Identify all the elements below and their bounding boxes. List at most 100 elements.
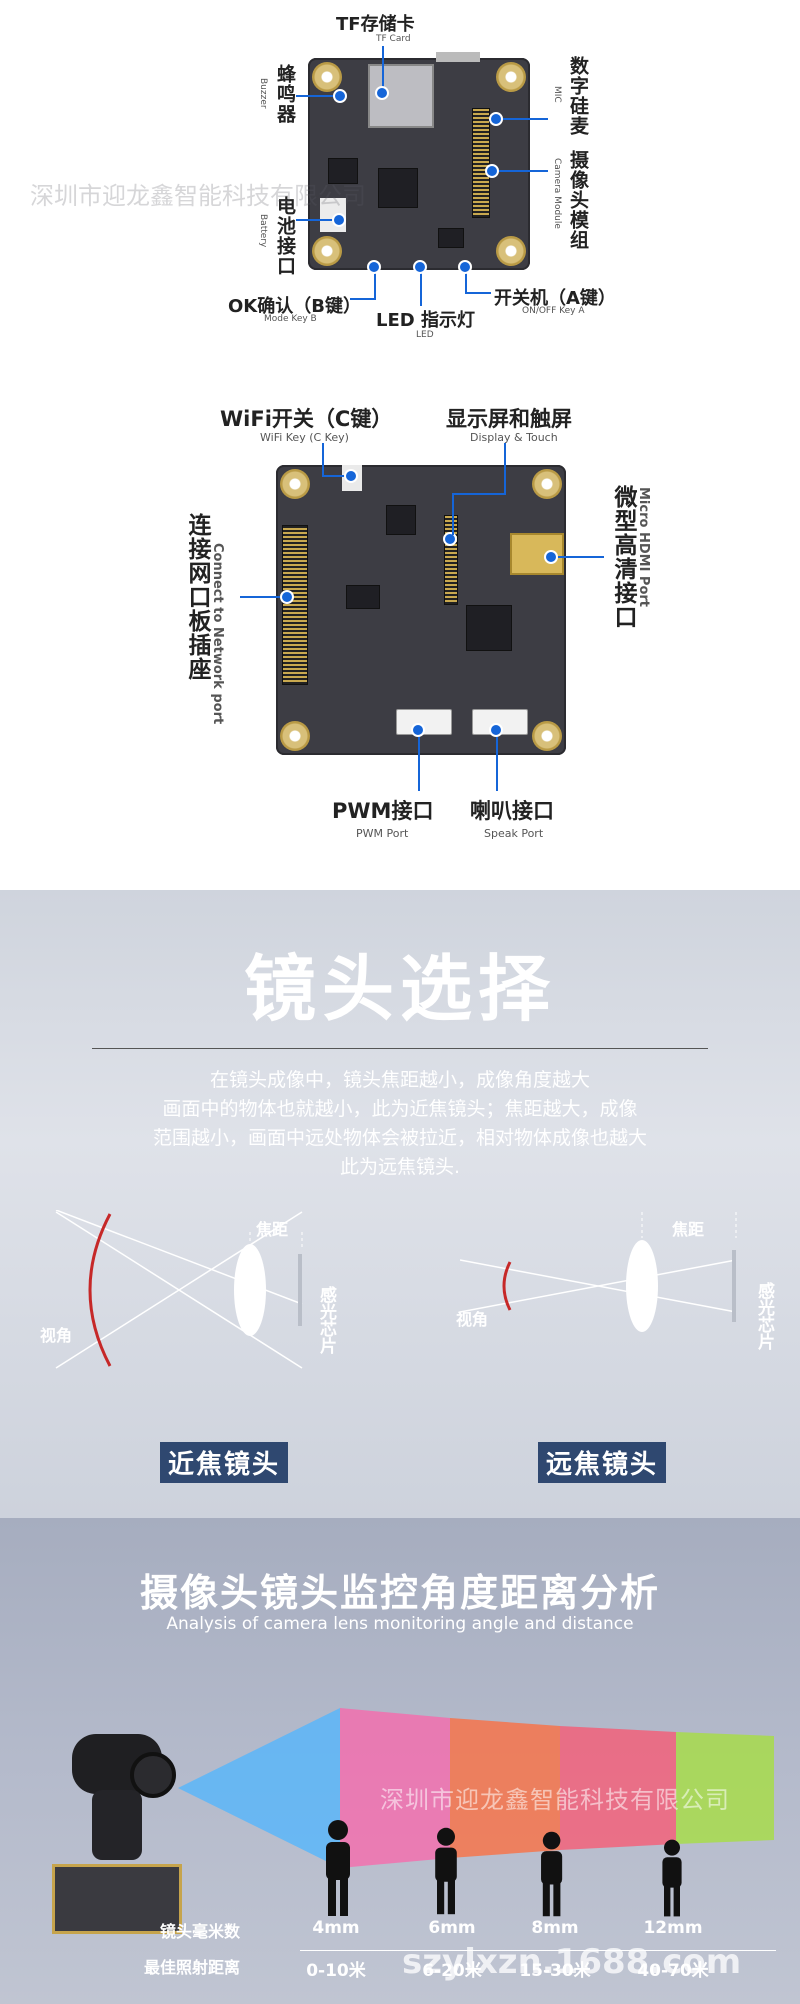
coverage-cone-far [676, 1732, 774, 1844]
ok-key-label-en: Mode Key B [264, 314, 317, 324]
distance-value: 0-10米 [306, 1961, 366, 1981]
far-view-angle-label: 视角 [456, 1310, 489, 1329]
led-marker [413, 260, 427, 274]
display-lead-h [452, 493, 506, 495]
coverage-cone-8mm [450, 1718, 560, 1858]
display-label-en: Display & Touch [470, 431, 558, 444]
speaker-marker [489, 723, 503, 737]
focal-row-label: 镜头毫米数 [160, 1922, 241, 1941]
camera-module-label: 摄像头模组 [567, 150, 589, 250]
chip [346, 585, 380, 609]
mic-label: 数字硅麦 [567, 56, 589, 136]
buzzer-label-en: Buzzer [258, 78, 268, 109]
battery-label-en: Battery [258, 214, 268, 248]
power-key-lead-h [465, 292, 491, 294]
site-watermark: szylxzn.1688.com [402, 1942, 742, 1982]
chip [386, 505, 416, 535]
far-lens-badge: 远焦镜头 [538, 1442, 667, 1483]
person-icon [435, 1827, 457, 1915]
analysis-subtitle: Analysis of camera lens monitoring angle… [166, 1614, 634, 1634]
company-watermark: 深圳市迎龙鑫智能科技有限公司 [30, 182, 366, 210]
sensor-shape [298, 1254, 302, 1326]
usb-port [436, 52, 480, 62]
speaker-label-en: Speak Port [484, 827, 544, 840]
chip [466, 605, 512, 651]
lens-shape [234, 1244, 266, 1336]
mic-label-en: MIC [552, 86, 562, 103]
desc-line: 画面中的物体也就越小，此为近焦镜头；焦距越大，成像 [162, 1098, 638, 1120]
mount-hole [496, 236, 526, 266]
chip [378, 168, 418, 208]
lens-shape [626, 1240, 658, 1332]
tf-card-lead [382, 46, 384, 92]
coverage-cone-4mm [178, 1708, 340, 1868]
tf-card-label-en: TF Card [376, 34, 411, 44]
power-key-marker [458, 260, 472, 274]
near-sensor-label: 感光芯片 [316, 1286, 336, 1354]
board-top-section: TF存储卡 TF Card 蜂鸣器 Buzzer 数字硅麦 MIC 摄像头模组 … [0, 0, 800, 345]
display-label: 显示屏和触屏 [446, 407, 572, 431]
pwm-label-en: PWM Port [356, 827, 409, 840]
camera-module-label-en: Camera Module [552, 158, 562, 229]
divider [92, 1048, 708, 1049]
wifi-key-label: WiFi开关（C键） [220, 407, 393, 431]
distance-value: 40-70米 [637, 1961, 709, 1981]
ok-key-marker [367, 260, 381, 274]
far-lens-diagram [460, 1212, 737, 1332]
gimbal-camera-image [52, 1734, 184, 1944]
mic-lead [500, 118, 548, 120]
hdmi-label: 微型高清接口 [610, 485, 636, 629]
power-key-label: 开关机（A键） [494, 288, 616, 309]
buzzer-label: 蜂鸣器 [274, 64, 296, 124]
ok-key-lead [374, 270, 376, 298]
network-label: 连接网口板插座 [184, 513, 210, 681]
speaker-lead [496, 735, 498, 791]
power-key-label-en: ON/OFF Key A [522, 306, 585, 316]
mic-marker [489, 112, 503, 126]
mount-hole [532, 469, 562, 499]
distance-value: 15-30米 [519, 1961, 591, 1981]
pwm-marker [411, 723, 425, 737]
ok-key-label: OK确认（B键） [228, 296, 361, 317]
person-icon [662, 1839, 682, 1917]
buzzer-lead [296, 95, 336, 97]
near-lens-badge: 近焦镜头 [160, 1442, 289, 1483]
mount-hole [532, 721, 562, 751]
desc-line: 在镜头成像中，镜头焦距越小，成像角度越大 [209, 1069, 590, 1091]
wifi-key-label-en: WiFi Key (C Key) [260, 431, 349, 444]
lens-selection-section: 镜头选择 在镜头成像中，镜头焦距越小，成像角度越大 画面中的物体也就越小，此为近… [0, 890, 800, 1518]
distance-value: 6-20米 [422, 1961, 482, 1981]
person-icon [541, 1831, 563, 1917]
camera-module-lead [496, 170, 548, 172]
camera-module-marker [485, 164, 499, 178]
network-lead [240, 596, 282, 598]
hdmi-label-en: Micro HDMI Port [636, 487, 651, 608]
display-lead [504, 443, 506, 493]
display-lead-v2 [452, 493, 454, 535]
analysis-title: 摄像头镜头监控角度距离分析 [139, 1571, 660, 1615]
angle-distance-section: 摄像头镜头监控角度距离分析 Analysis of camera lens mo… [0, 1518, 800, 2004]
pwm-lead [418, 735, 420, 791]
distance-row-label: 最佳照射距离 [144, 1958, 241, 1977]
chip [328, 158, 358, 184]
lens-title: 镜头选择 [243, 947, 556, 1031]
view-angle-arc [88, 1213, 112, 1367]
speaker-label: 喇叭接口 [470, 799, 554, 823]
wifi-key-lead [322, 443, 324, 475]
focal-value: 6mm [428, 1918, 476, 1938]
mount-hole [312, 236, 342, 266]
distance-rule [300, 1950, 776, 1951]
battery-label: 电池接口 [274, 196, 296, 276]
hdmi-marker [544, 550, 558, 564]
network-marker [280, 590, 294, 604]
near-lens-rays [55, 1211, 303, 1369]
desc-line: 范围越小，画面中远处物体会被拉近，相对物体成像也越大 [152, 1127, 647, 1149]
person-icon [326, 1820, 350, 1916]
view-angle-arc [502, 1261, 512, 1311]
near-view-angle-label: 视角 [40, 1326, 73, 1345]
focal-value: 12mm [643, 1918, 703, 1938]
board-bottom-section: WiFi开关（C键） WiFi Key (C Key) 显示屏和触屏 Displ… [0, 345, 800, 890]
mount-hole [280, 469, 310, 499]
ok-key-lead-h [350, 298, 376, 300]
person-icons [326, 1820, 682, 1917]
